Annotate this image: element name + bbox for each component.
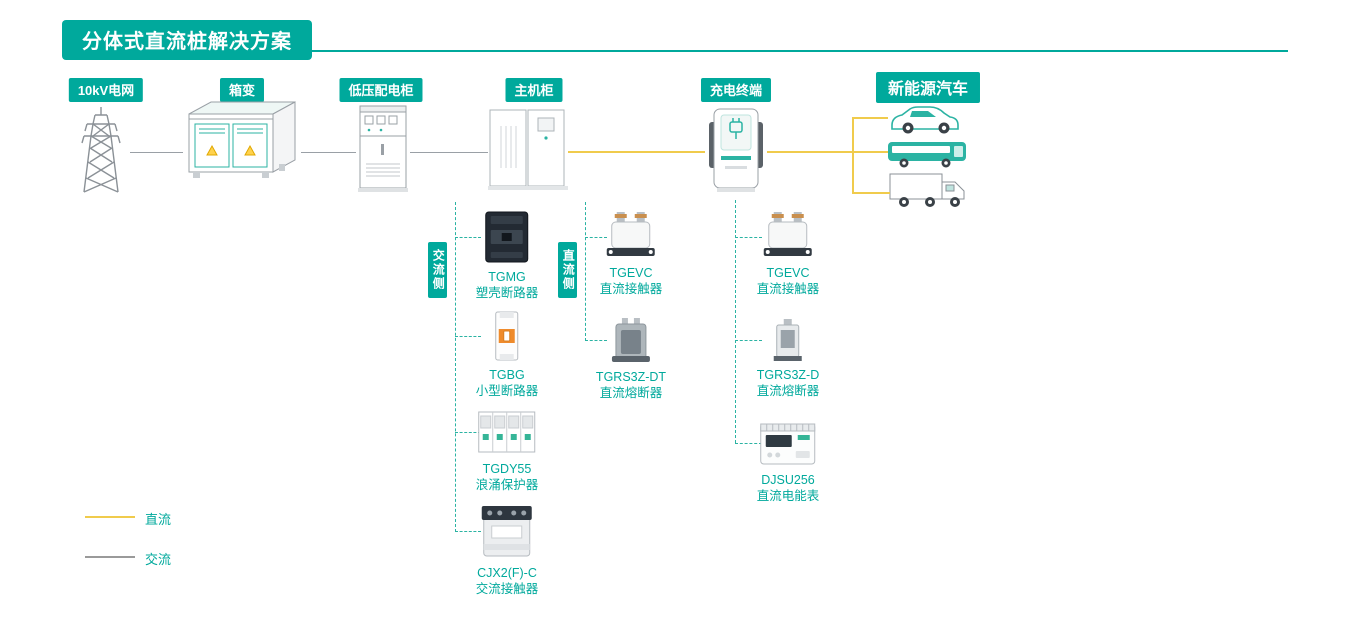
legend-ac-line bbox=[85, 556, 135, 558]
product-tgdy55: TGDY55 浪涌保护器 bbox=[475, 408, 539, 493]
connector-vehicle-trunk bbox=[852, 118, 854, 194]
terminal-branch-3 bbox=[735, 443, 762, 444]
product-name: 直流电能表 bbox=[756, 488, 820, 503]
power-tower-icon bbox=[72, 104, 130, 194]
product-tgrs3z-d: TGRS3Z-D 直流熔断器 bbox=[756, 318, 820, 399]
product-model: DJSU256 bbox=[761, 473, 815, 487]
tgmg-mccb-icon bbox=[483, 210, 531, 264]
product-tgevc-main: TGEVC 直流接触器 bbox=[599, 210, 663, 297]
tgrs3z-dt-fuse-icon bbox=[610, 316, 652, 364]
car-icon bbox=[886, 103, 966, 135]
product-model: TGRS3Z-D bbox=[756, 368, 820, 382]
tgrs3z-d-fuse-icon bbox=[771, 318, 805, 362]
product-name: 直流熔断器 bbox=[756, 383, 820, 398]
connector-branch-truck bbox=[852, 192, 890, 194]
lv-cabinet-icon bbox=[356, 102, 410, 194]
title-underline bbox=[62, 50, 1288, 52]
connector-branch-car bbox=[852, 117, 888, 119]
product-name: 小型断路器 bbox=[475, 383, 539, 398]
product-tgbg: TGBG 小型断路器 bbox=[475, 310, 539, 399]
chain-label-vehicles: 新能源汽车 bbox=[875, 72, 981, 103]
main-cabinet-icon bbox=[488, 106, 568, 192]
ac-branch-trunk bbox=[455, 202, 456, 532]
product-name: 直流接触器 bbox=[756, 281, 820, 296]
connector-maincabinet-terminal bbox=[568, 151, 705, 153]
chain-label-main-cabinet: 主机柜 bbox=[505, 78, 563, 102]
page-title: 分体式直流桩解决方案 bbox=[62, 20, 312, 60]
product-tgevc-terminal: TGEVC 直流接触器 bbox=[756, 210, 820, 297]
cjx2-ac-contactor-icon bbox=[478, 502, 536, 560]
connector-transformer-lvcabinet bbox=[301, 152, 356, 153]
truck-icon bbox=[888, 170, 968, 210]
terminal-branch-trunk bbox=[735, 200, 736, 443]
chain-label-grid: 10kV电网 bbox=[68, 78, 144, 102]
product-model: TGEVC bbox=[766, 266, 810, 280]
ac-branch-4 bbox=[455, 531, 481, 532]
product-name: 直流熔断器 bbox=[599, 385, 663, 400]
chain-label-transformer: 箱变 bbox=[219, 78, 265, 102]
box-transformer-icon bbox=[183, 96, 301, 186]
product-name: 交流接触器 bbox=[475, 581, 539, 596]
connector-lvcabinet-maincabinet bbox=[410, 152, 488, 153]
chain-label-terminal: 充电终端 bbox=[700, 78, 772, 102]
legend-dc-line bbox=[85, 516, 135, 518]
product-model: TGRS3Z-DT bbox=[595, 370, 667, 384]
product-name: 直流接触器 bbox=[599, 281, 663, 296]
product-model: TGMG bbox=[488, 270, 526, 284]
product-tgrs3z-dt: TGRS3Z-DT 直流熔断器 bbox=[596, 316, 666, 401]
terminal-branch-1 bbox=[735, 237, 762, 238]
tgbg-mcb-icon bbox=[491, 310, 523, 362]
ac-branch-3 bbox=[455, 432, 481, 433]
tgevc-dc-contactor-icon bbox=[606, 210, 656, 260]
product-model: TGDY55 bbox=[482, 462, 532, 476]
dc-side-tab: 直流侧 bbox=[558, 242, 578, 298]
dc-branch-trunk bbox=[585, 202, 586, 341]
product-name: 浪涌保护器 bbox=[475, 477, 539, 492]
connector-terminal-bus bbox=[767, 151, 888, 153]
dc-branch-2 bbox=[585, 340, 607, 341]
product-tgmg: TGMG 塑壳断路器 bbox=[475, 210, 539, 301]
connector-grid-transformer bbox=[130, 152, 183, 153]
product-model: TGBG bbox=[489, 368, 525, 382]
dc-branch-1 bbox=[585, 237, 607, 238]
product-model: TGEVC bbox=[609, 266, 653, 280]
bus-icon bbox=[886, 139, 968, 169]
charging-terminal-icon bbox=[705, 104, 767, 194]
terminal-branch-2 bbox=[735, 340, 762, 341]
djsu256-meter-icon bbox=[758, 421, 818, 467]
legend-ac-label: 交流 bbox=[145, 552, 172, 567]
legend-dc-label: 直流 bbox=[145, 512, 172, 527]
tgevc-dc-contactor-icon bbox=[763, 210, 813, 260]
chain-label-lv-cabinet: 低压配电柜 bbox=[339, 78, 423, 102]
product-name: 塑壳断路器 bbox=[475, 285, 539, 300]
tgdy55-spd-icon bbox=[477, 408, 537, 456]
ac-side-tab: 交流侧 bbox=[428, 242, 448, 298]
product-cjx2: CJX2(F)-C 交流接触器 bbox=[475, 502, 539, 597]
ac-branch-2 bbox=[455, 336, 481, 337]
product-model: CJX2(F)-C bbox=[477, 566, 537, 580]
product-djsu256: DJSU256 直流电能表 bbox=[756, 421, 820, 504]
ac-branch-1 bbox=[455, 237, 481, 238]
